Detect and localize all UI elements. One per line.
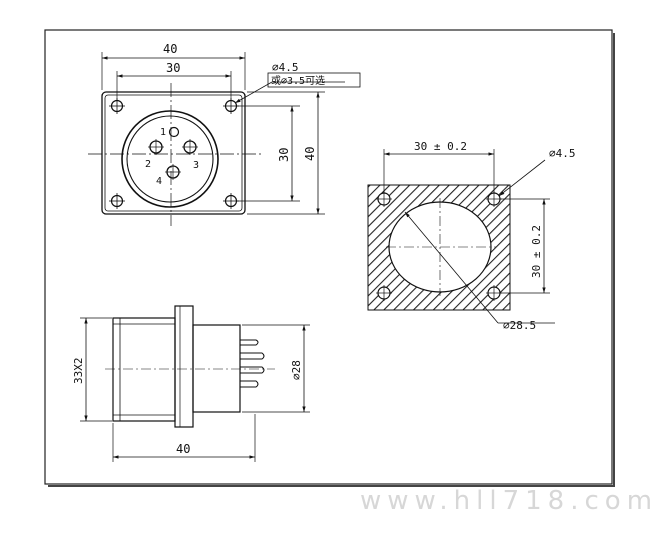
pin-label-3: 3 (193, 160, 199, 171)
body-dia-label: ⌀28 (290, 360, 303, 380)
bore-dia-leader (404, 211, 499, 324)
cutout-hole-dia-label: ⌀4.5 (549, 147, 576, 160)
bore-dia-label: ⌀28.5 (503, 319, 536, 332)
rear-body (192, 324, 241, 413)
dim-40-h-label: 40 (163, 42, 177, 56)
solder-cup-1 (240, 339, 259, 346)
hole-dia-option-label: 或⌀3.5可选 (271, 74, 325, 87)
insulator-inner-circle (126, 115, 214, 203)
hole-centre-marks (109, 98, 239, 209)
flange-outline (101, 91, 246, 215)
solder-cup-3 (240, 366, 265, 374)
front-view: 1 2 3 4 40 30 ⌀4.5 或⌀3.5可选 30 40 (88, 42, 361, 226)
hole-callout-leader (234, 81, 273, 104)
dim-30-v-label: 30 (277, 148, 291, 162)
flange-inner-outline (104, 94, 243, 212)
solder-cup-4 (240, 380, 259, 388)
cutout-spacing-h-label: 30 ± 0.2 (414, 140, 467, 153)
panel-cutout-view: 30 ± 0.2 ⌀4.5 30 ± 0.2 ⌀28.5 (367, 140, 576, 332)
flange-side (174, 305, 194, 428)
solder-cup-2 (240, 352, 265, 360)
pin-centre-marks (148, 139, 198, 180)
side-view: 33X2 ⌀28 40 (72, 305, 310, 462)
pin-label-4: 4 (156, 176, 162, 187)
option-note-box (267, 72, 361, 88)
cutout-spacing-v-label: 30 ± 0.2 (530, 225, 543, 278)
dim-30-h-label: 30 (166, 61, 180, 75)
dim-40-v-label: 40 (303, 147, 317, 161)
cutout-centre-marks (376, 191, 502, 301)
hole-dia-label: ⌀4.5 (272, 61, 299, 74)
watermark: www.hll718.com (360, 486, 655, 516)
outer-frame (44, 29, 613, 485)
pin-label-1: 1 (160, 127, 166, 138)
thread-label: 33X2 (72, 358, 85, 385)
cutout-hole-leader (498, 159, 546, 197)
pin-label-2: 2 (145, 159, 151, 170)
thread-body (112, 317, 176, 422)
pin-1 (168, 126, 180, 138)
length-label: 40 (176, 442, 190, 456)
insulator-outer-circle (121, 110, 219, 208)
